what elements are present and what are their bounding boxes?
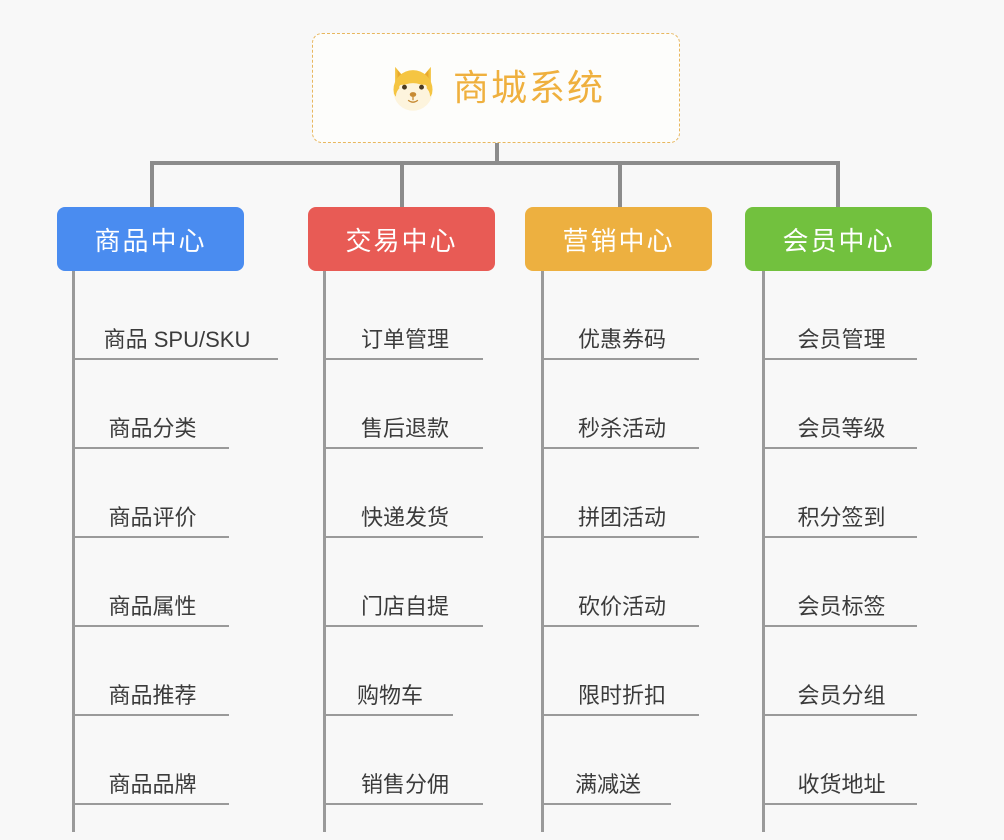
leaf-column-3: 优惠券码 秒杀活动 拼团活动 砍价活动 限时折扣 满减送 <box>541 271 699 832</box>
leaf-item[interactable]: 商品 SPU/SKU <box>72 271 278 360</box>
connector-drop-3 <box>618 161 622 209</box>
leaf-item[interactable]: 售后退款 <box>323 360 483 449</box>
category-label: 交易中心 <box>345 225 458 256</box>
leaf-item[interactable]: 快递发货 <box>323 449 483 538</box>
leaf-label: 门店自提 <box>360 593 449 619</box>
leaf-label: 销售分佣 <box>360 771 449 797</box>
category-label: 会员中心 <box>782 225 895 256</box>
leaf-item[interactable]: 砍价活动 <box>541 538 699 627</box>
leaf-column-1: 商品 SPU/SKU 商品分类 商品评价 商品属性 商品推荐 商品品牌 <box>72 271 278 832</box>
category-header-2[interactable]: 交易中心 <box>308 207 495 271</box>
leaf-item[interactable]: 收货地址 <box>762 716 917 805</box>
leaf-label: 商品分类 <box>108 415 197 441</box>
leaf-item[interactable]: 积分签到 <box>762 449 917 538</box>
leaf-item[interactable]: 会员管理 <box>762 271 917 360</box>
category-header-1[interactable]: 商品中心 <box>57 207 244 271</box>
leaf-label: 商品 SPU/SKU <box>103 326 251 352</box>
root-node[interactable]: 商城系统 <box>312 33 680 143</box>
leaf-label: 限时折扣 <box>577 682 666 708</box>
leaf-item[interactable]: 秒杀活动 <box>541 360 699 449</box>
root-title: 商城系统 <box>452 67 605 108</box>
leaf-item[interactable]: 满减送 <box>541 716 671 805</box>
leaf-item[interactable]: 商品品牌 <box>72 716 229 805</box>
leaf-label: 商品属性 <box>108 593 197 619</box>
connector-horizontal-bus <box>150 161 840 165</box>
leaf-item[interactable]: 门店自提 <box>323 538 483 627</box>
leaf-item[interactable]: 优惠券码 <box>541 271 699 360</box>
connector-root-stem <box>495 143 499 164</box>
leaf-label: 商品品牌 <box>108 771 197 797</box>
leaf-item[interactable]: 限时折扣 <box>541 627 699 716</box>
leaf-label: 商品评价 <box>108 504 197 530</box>
leaf-item[interactable]: 会员分组 <box>762 627 917 716</box>
leaf-label: 砍价活动 <box>577 593 666 619</box>
leaf-label: 售后退款 <box>360 415 449 441</box>
leaf-item[interactable]: 销售分佣 <box>323 716 483 805</box>
leaf-column-4: 会员管理 会员等级 积分签到 会员标签 会员分组 收货地址 <box>762 271 917 832</box>
leaf-item[interactable]: 商品推荐 <box>72 627 229 716</box>
leaf-label: 会员等级 <box>797 415 886 441</box>
leaf-label: 秒杀活动 <box>577 415 666 441</box>
leaf-label: 优惠券码 <box>577 326 666 352</box>
leaf-item[interactable]: 商品属性 <box>72 538 229 627</box>
leaf-label: 收货地址 <box>797 771 886 797</box>
leaf-spine <box>323 271 326 832</box>
connector-drop-1 <box>150 161 154 209</box>
leaf-item[interactable]: 购物车 <box>323 627 453 716</box>
leaf-spine <box>762 271 765 832</box>
leaf-item[interactable]: 商品分类 <box>72 360 229 449</box>
leaf-spine <box>541 271 544 832</box>
leaf-item[interactable]: 拼团活动 <box>541 449 699 538</box>
leaf-item[interactable]: 会员等级 <box>762 360 917 449</box>
leaf-label: 会员分组 <box>797 682 886 708</box>
leaf-label: 商品推荐 <box>108 682 197 708</box>
category-label: 营销中心 <box>562 225 675 256</box>
leaf-label: 会员管理 <box>797 326 886 352</box>
leaf-label: 积分签到 <box>797 504 886 530</box>
connector-drop-2 <box>400 161 404 209</box>
leaf-label: 拼团活动 <box>577 504 666 530</box>
shiba-dog-icon <box>393 66 433 111</box>
leaf-item[interactable]: 订单管理 <box>323 271 483 360</box>
leaf-label: 购物车 <box>356 682 423 708</box>
leaf-label: 快递发货 <box>360 504 449 530</box>
connector-drop-4 <box>836 161 840 209</box>
category-header-3[interactable]: 营销中心 <box>525 207 712 271</box>
leaf-spine <box>72 271 75 832</box>
leaf-label: 满减送 <box>574 771 641 797</box>
category-label: 商品中心 <box>94 225 207 256</box>
leaf-label: 订单管理 <box>360 326 449 352</box>
leaf-label: 会员标签 <box>797 593 886 619</box>
leaf-item[interactable]: 会员标签 <box>762 538 917 627</box>
leaf-item[interactable]: 商品评价 <box>72 449 229 538</box>
category-header-4[interactable]: 会员中心 <box>745 207 932 271</box>
leaf-column-2: 订单管理 售后退款 快递发货 门店自提 购物车 销售分佣 <box>323 271 483 832</box>
